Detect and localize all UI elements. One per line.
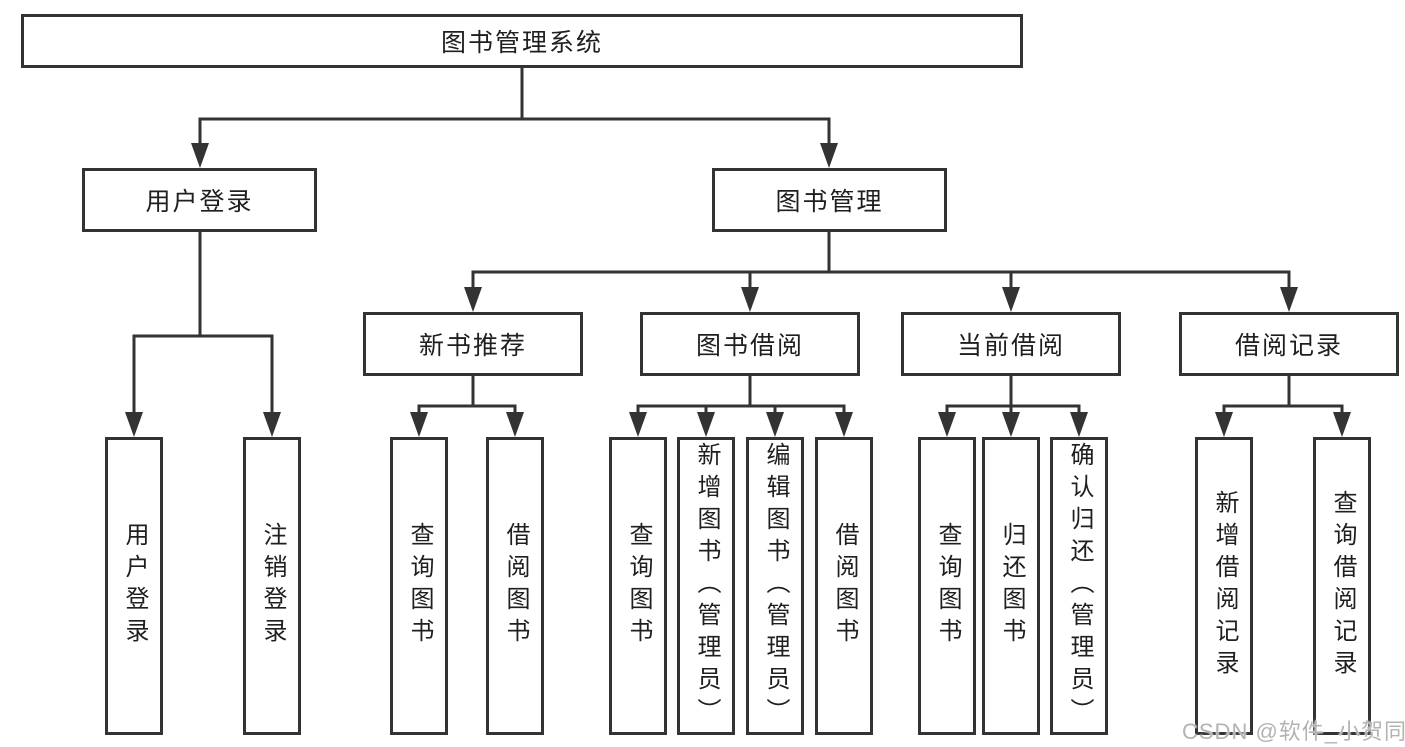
- node-label: 图书借阅: [695, 332, 804, 360]
- node-label: 当前借阅: [956, 332, 1065, 360]
- node-label: 新增借阅记录: [1211, 490, 1238, 682]
- leaf-borrow-books-recommend: 借阅图书: [486, 437, 544, 735]
- node-label: 图书管理: [775, 188, 884, 216]
- leaf-borrow-books-borrowing: 借阅图书: [815, 437, 873, 735]
- node-label: 查询图书: [625, 522, 652, 650]
- node-borrowing-records: 借阅记录: [1179, 312, 1399, 376]
- leaf-confirm-return-admin: 确认归还（管理员）: [1050, 437, 1108, 735]
- node-label: 新书推荐: [418, 332, 527, 360]
- node-book-management: 图书管理: [712, 168, 947, 232]
- node-new-book-recommend: 新书推荐: [363, 312, 583, 376]
- node-label: 查询图书: [406, 522, 433, 650]
- leaf-query-borrow-record: 查询借阅记录: [1313, 437, 1371, 735]
- node-label: 用户登录: [121, 522, 148, 650]
- node-label: 确认归还（管理员）: [1066, 442, 1093, 730]
- node-label: 新增图书（管理员）: [693, 442, 720, 730]
- csdn-watermark: CSDN @软件_小贺同学: [1182, 719, 1405, 744]
- node-label: 归还图书: [998, 522, 1025, 650]
- node-label: 用户登录: [145, 188, 254, 216]
- node-label: 查询图书: [934, 522, 961, 650]
- node-label: 编辑图书（管理员）: [762, 442, 789, 730]
- leaf-user-login: 用户登录: [105, 437, 163, 735]
- node-label: 借阅图书: [831, 522, 858, 650]
- leaf-query-books-borrowing: 查询图书: [609, 437, 667, 735]
- node-user-login: 用户登录: [82, 168, 317, 232]
- node-label: 图书管理系统: [440, 29, 603, 57]
- node-label: 借阅图书: [502, 522, 529, 650]
- leaf-query-books-current: 查询图书: [918, 437, 976, 735]
- node-current-borrowing: 当前借阅: [901, 312, 1121, 376]
- leaf-edit-books-admin: 编辑图书（管理员）: [746, 437, 804, 735]
- node-book-borrowing: 图书借阅: [640, 312, 860, 376]
- leaf-query-books-recommend: 查询图书: [390, 437, 448, 735]
- node-label: 注销登录: [259, 522, 286, 650]
- leaf-add-books-admin: 新增图书（管理员）: [677, 437, 735, 735]
- node-library-management-system: 图书管理系统: [21, 14, 1023, 68]
- leaf-return-books: 归还图书: [982, 437, 1040, 735]
- leaf-add-borrow-record: 新增借阅记录: [1195, 437, 1253, 735]
- node-label: 借阅记录: [1234, 332, 1343, 360]
- node-label: 查询借阅记录: [1329, 490, 1356, 682]
- leaf-logout-login: 注销登录: [243, 437, 301, 735]
